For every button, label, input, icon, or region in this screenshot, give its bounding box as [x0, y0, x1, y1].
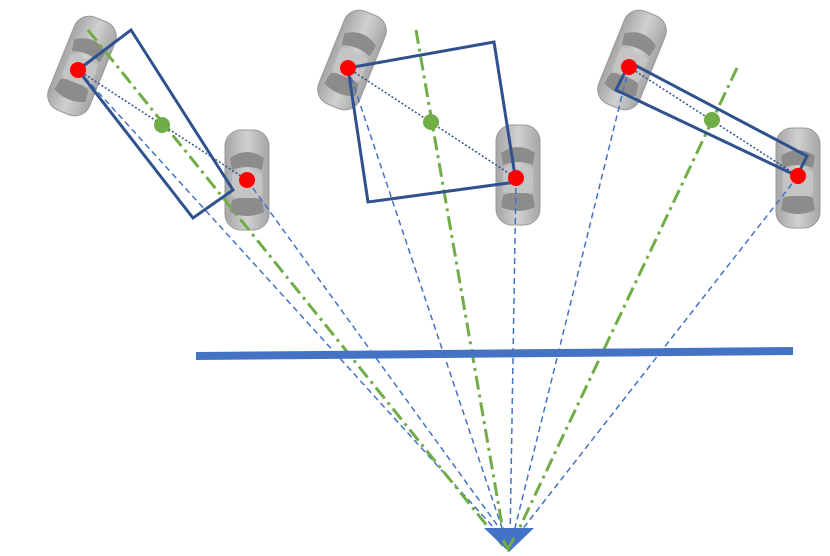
ray-left-near [246, 179, 509, 541]
ray-left-far [77, 69, 506, 541]
endpoints [70, 59, 806, 188]
center-rays [86, 29, 739, 549]
center-ray-left [86, 29, 507, 549]
ray-right-far [511, 66, 630, 541]
camera-icon [484, 528, 534, 552]
image-plane [195, 347, 794, 360]
bbox-left [75, 27, 236, 221]
endpoint-right-far [621, 59, 637, 75]
endpoint-middle-near [508, 170, 524, 186]
center-ray-middle [414, 29, 508, 549]
ray-right-near [513, 175, 799, 541]
center-middle [423, 114, 439, 130]
projection-rays [77, 66, 799, 541]
center-left [154, 117, 170, 133]
ray-middle-near [509, 177, 517, 541]
endpoint-left-far [70, 62, 86, 78]
center-ray-right [508, 67, 739, 549]
endpoint-middle-far [340, 60, 356, 76]
centers [154, 112, 720, 133]
endpoint-left-near [239, 172, 255, 188]
center-right [704, 112, 720, 128]
endpoint-right-near [790, 168, 806, 184]
camera-center-mark [501, 537, 516, 553]
ray-middle-far [347, 67, 507, 541]
